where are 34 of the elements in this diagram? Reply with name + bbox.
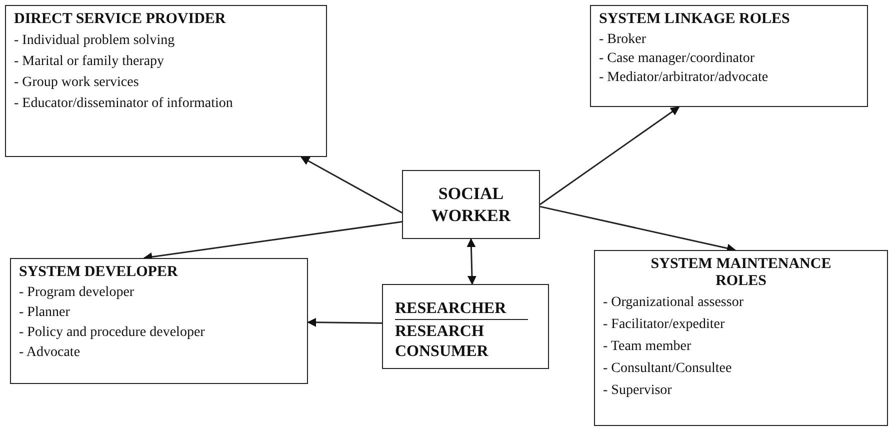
role-title: RESEARCHER: [395, 299, 528, 320]
role-item: - Broker: [599, 31, 646, 49]
role-item: - Consultant/Consultee: [603, 360, 732, 378]
role-title: SOCIAL WORKER: [430, 182, 512, 226]
role-box: [590, 5, 868, 107]
role-item: - Group work services: [14, 74, 139, 92]
role-item: - Supervisor: [603, 382, 672, 400]
arrow: [540, 106, 680, 206]
role-heading: SYSTEM DEVELOPER: [19, 264, 178, 281]
role-item: - Planner: [19, 304, 70, 322]
role-heading: SYSTEM LINKAGE ROLES: [599, 11, 790, 28]
role-box: [5, 5, 327, 157]
arrow: [540, 206, 736, 253]
role-item: - Policy and procedure developer: [19, 324, 205, 342]
role-heading: DIRECT SERVICE PROVIDER: [14, 11, 226, 28]
role-item: - Case manager/coordinator: [599, 50, 754, 68]
central-box: [402, 170, 540, 239]
role-box: [594, 250, 888, 426]
role-item: - Marital or family therapy: [14, 53, 164, 71]
role-item: - Mediator/arbitrator/advocate: [599, 69, 768, 87]
role-item: - Advocate: [19, 344, 80, 362]
role-item: - Educator/disseminator of information: [14, 95, 233, 113]
role-item: - Organizational assessor: [603, 294, 744, 312]
role-box: [10, 258, 308, 384]
role-item: - Individual problem solving: [14, 32, 175, 50]
arrow: [307, 318, 382, 327]
role-box: [382, 284, 549, 369]
role-title: RESEARCH CONSUMER: [395, 322, 490, 362]
role-item: - Team member: [603, 338, 692, 356]
arrow: [466, 238, 476, 285]
role-heading: SYSTEM MAINTENANCE ROLES: [650, 256, 832, 290]
arrow: [300, 156, 402, 214]
role-item: - Program developer: [19, 284, 134, 302]
role-item: - Facilitator/expediter: [603, 316, 725, 334]
